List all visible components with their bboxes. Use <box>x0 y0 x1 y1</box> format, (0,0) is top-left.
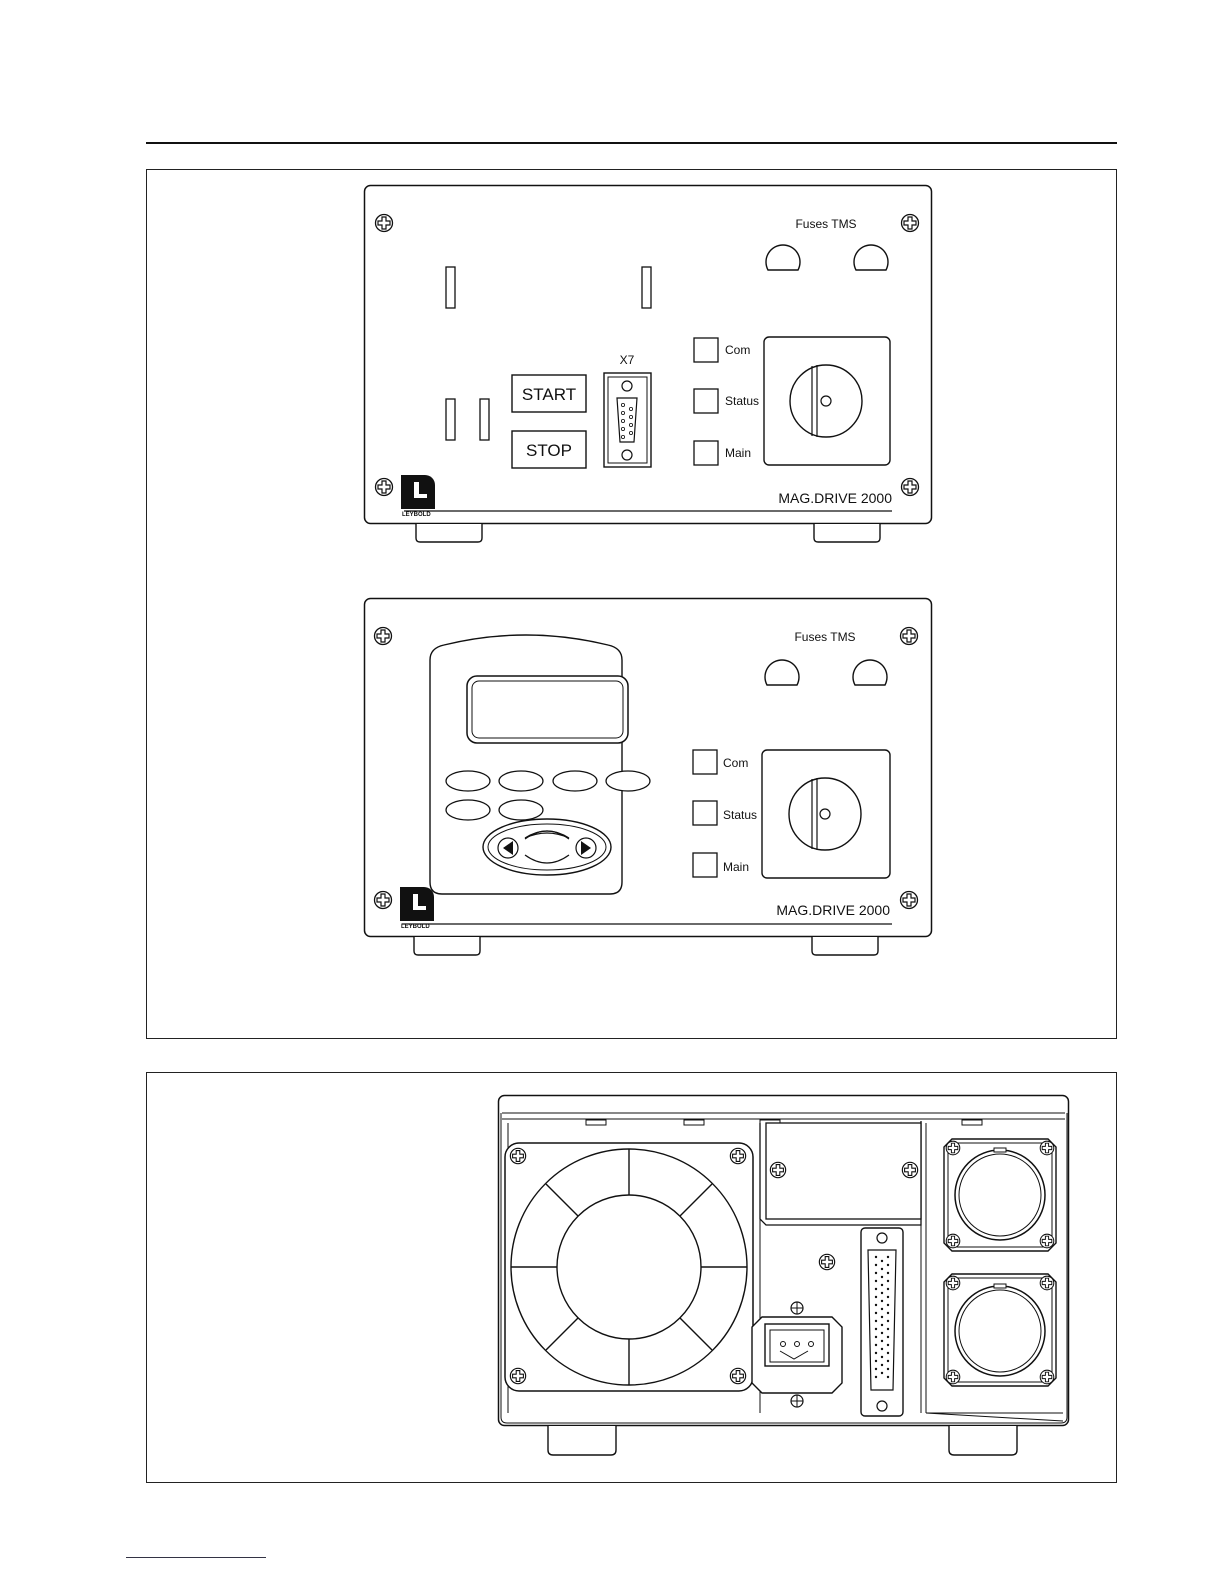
screw-icon <box>376 215 393 232</box>
led-label-status: Status <box>723 808 757 822</box>
screw-icon <box>946 1234 960 1248</box>
leybold-logo: LEYBOLD <box>400 887 434 930</box>
led-status <box>694 389 718 413</box>
fuse-holder-left <box>766 245 800 270</box>
fuse-holder-right <box>853 660 887 685</box>
screw-icon <box>819 1254 834 1269</box>
key-6[interactable] <box>499 800 543 820</box>
led-label-com: Com <box>725 343 750 357</box>
key-3[interactable] <box>553 771 597 791</box>
screw-icon <box>902 215 919 232</box>
key-2[interactable] <box>499 771 543 791</box>
led-com <box>693 750 717 774</box>
footnote-rule <box>126 1557 266 1558</box>
front-panel-display: Fuses TMS Com Status Main LEYBOLD MAG.DR… <box>364 598 932 960</box>
model-label: MAG.DRIVE 2000 <box>778 490 892 506</box>
led-com <box>694 338 718 362</box>
cover-plate <box>766 1123 921 1219</box>
rear-panel <box>498 1095 1070 1461</box>
led-main <box>694 441 718 465</box>
screw-icon <box>375 892 392 909</box>
front-panel-start-stop: Fuses TMS START STOP X7 Com Status Main … <box>364 185 932 547</box>
fuse-holder-left <box>765 660 799 685</box>
screw-icon <box>902 1162 917 1177</box>
screw-icon <box>946 1276 960 1290</box>
key-5[interactable] <box>446 800 490 820</box>
screw-icon <box>946 1141 960 1155</box>
screw-icon <box>510 1368 525 1383</box>
round-connector-bottom[interactable] <box>944 1274 1056 1386</box>
leybold-logo: LEYBOLD <box>401 475 435 518</box>
key-1[interactable] <box>446 771 490 791</box>
brand-label: LEYBOLD <box>402 512 431 518</box>
screw-icon <box>770 1162 785 1177</box>
screw-icon <box>510 1148 525 1163</box>
dsub-connector[interactable] <box>861 1228 903 1416</box>
screw-icon <box>1040 1370 1054 1384</box>
led-label-main: Main <box>725 446 751 460</box>
screw-icon <box>901 892 918 909</box>
screw-icon <box>1040 1234 1054 1248</box>
display-screen <box>467 676 628 743</box>
screw-icon <box>1040 1276 1054 1290</box>
stop-label: STOP <box>526 441 572 460</box>
connector-label: X7 <box>620 353 635 367</box>
led-label-com: Com <box>723 756 748 770</box>
fuse-holder-right <box>854 245 888 270</box>
start-label: START <box>522 385 576 404</box>
screw-icon <box>902 479 919 496</box>
round-connector-top[interactable] <box>944 1139 1056 1251</box>
led-status <box>693 801 717 825</box>
screw-icon <box>375 628 392 645</box>
header-rule <box>146 142 1117 144</box>
led-label-status: Status <box>725 394 759 408</box>
screw-icon <box>376 479 393 496</box>
led-main <box>693 853 717 877</box>
model-label: MAG.DRIVE 2000 <box>776 902 890 918</box>
screw-icon <box>901 628 918 645</box>
key-4[interactable] <box>606 771 650 791</box>
led-label-main: Main <box>723 860 749 874</box>
brand-label: LEYBOLD <box>401 924 430 930</box>
screw-icon <box>730 1148 745 1163</box>
power-inlet[interactable] <box>752 1302 842 1407</box>
fuses-label: Fuses TMS <box>794 630 855 644</box>
fuses-label: Fuses TMS <box>795 217 856 231</box>
screw-icon <box>1040 1141 1054 1155</box>
screw-icon <box>946 1370 960 1384</box>
screw-icon <box>730 1368 745 1383</box>
